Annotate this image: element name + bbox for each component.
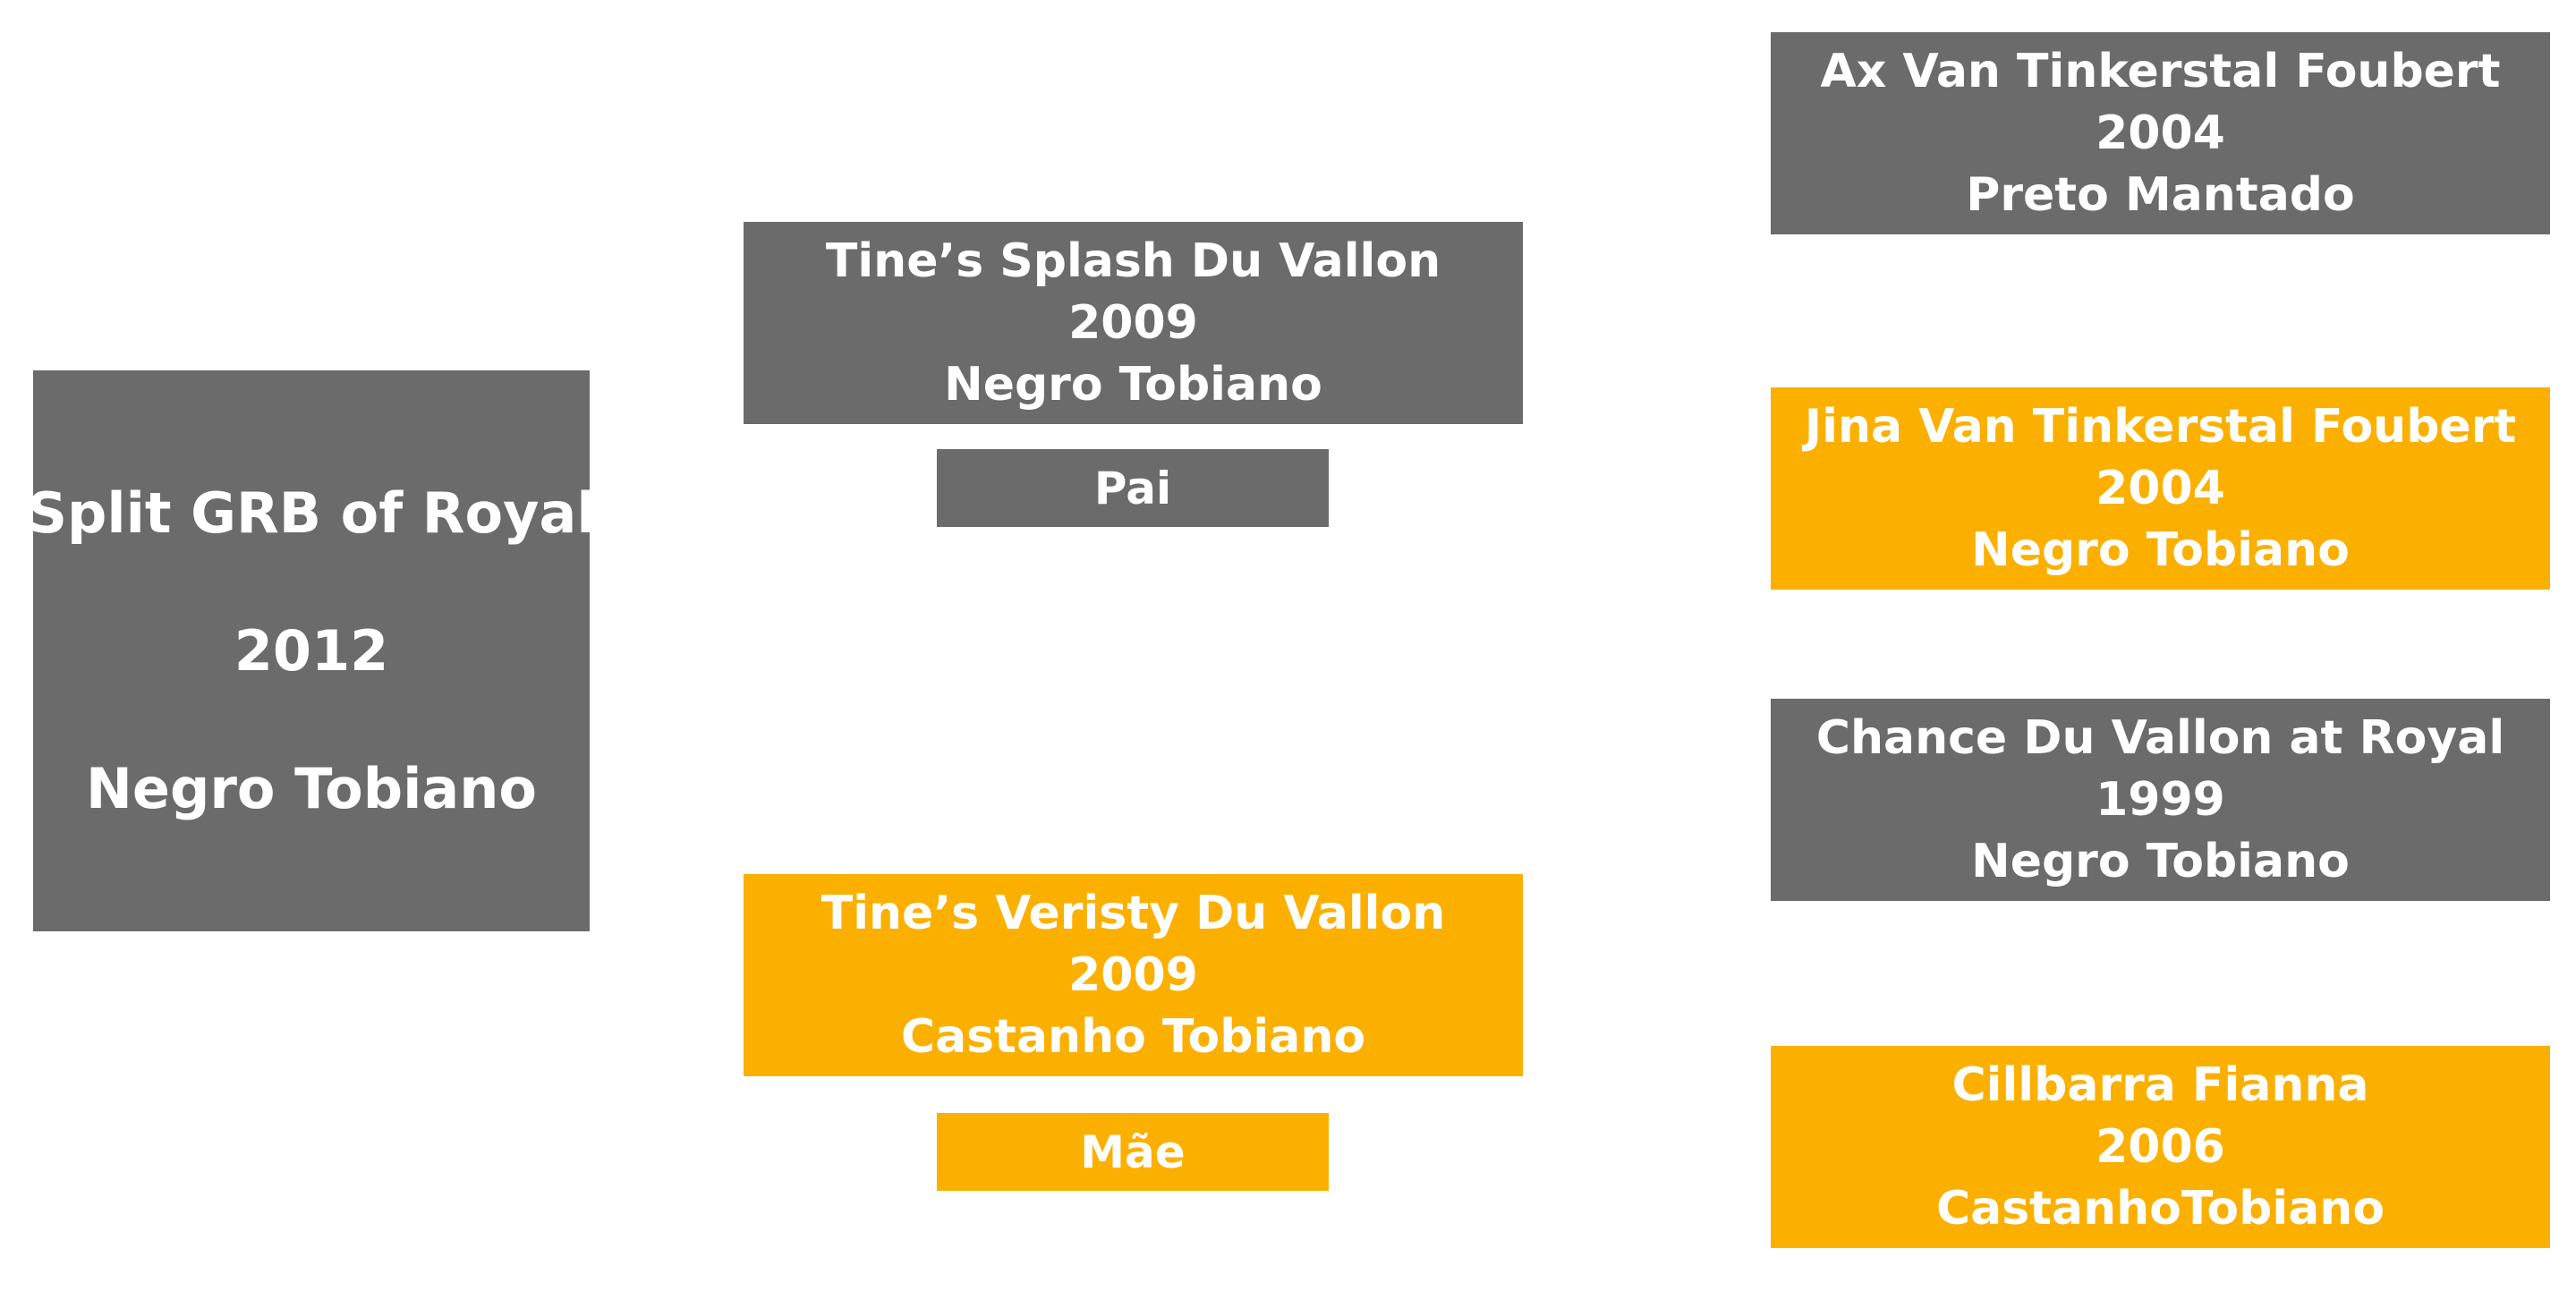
- paternal-grandsire-color: Preto Mantado: [1966, 167, 2355, 222]
- maternal-granddam-name: Cillbarra Fianna: [1951, 1057, 2369, 1112]
- sire-name: Tine’s Splash Du Vallon: [825, 234, 1441, 288]
- paternal-granddam-name: Jina Van Tinkerstal Foubert: [1804, 399, 2517, 454]
- maternal-granddam-year: 2006: [2096, 1119, 2225, 1174]
- maternal-grandsire-color: Negro Tobiano: [1971, 834, 2350, 888]
- subject-year: 2012: [234, 617, 389, 684]
- paternal-granddam-color: Negro Tobiano: [1971, 522, 2350, 577]
- paternal-granddam-card: Jina Van Tinkerstal Foubert 2004 Negro T…: [1771, 387, 2550, 590]
- sire-year: 2009: [1068, 295, 1198, 350]
- dam-role-label: Mãe: [937, 1113, 1329, 1191]
- maternal-granddam-card: Cillbarra Fianna 2006 CastanhoTobiano: [1771, 1046, 2550, 1248]
- maternal-grandsire-card: Chance Du Vallon at Royal 1999 Negro Tob…: [1771, 699, 2550, 901]
- maternal-granddam-color: CastanhoTobiano: [1935, 1181, 2385, 1236]
- sire-card: Tine’s Splash Du Vallon 2009 Negro Tobia…: [744, 222, 1523, 424]
- dam-color: Castanho Tobiano: [900, 1009, 1366, 1064]
- maternal-grandsire-year: 1999: [2096, 772, 2225, 827]
- sire-role-text: Pai: [1093, 462, 1172, 514]
- dam-name: Tine’s Veristy Du Vallon: [820, 886, 1446, 940]
- dam-card: Tine’s Veristy Du Vallon 2009 Castanho T…: [744, 874, 1523, 1076]
- maternal-grandsire-name: Chance Du Vallon at Royal: [1815, 710, 2505, 765]
- paternal-grandsire-year: 2004: [2096, 106, 2225, 160]
- paternal-granddam-year: 2004: [2096, 461, 2225, 515]
- sire-color: Negro Tobiano: [944, 357, 1322, 412]
- paternal-grandsire-name: Ax Van Tinkerstal Foubert: [1820, 44, 2501, 98]
- dam-year: 2009: [1068, 947, 1198, 1002]
- subject-name: Split GRB of Royal: [27, 480, 596, 546]
- dam-role-text: Mãe: [1080, 1125, 1186, 1178]
- paternal-grandsire-card: Ax Van Tinkerstal Foubert 2004 Preto Man…: [1771, 32, 2550, 234]
- subject-color: Negro Tobiano: [86, 755, 537, 821]
- sire-role-label: Pai: [937, 449, 1329, 527]
- subject-horse-card: Split GRB of Royal 2012 Negro Tobiano: [27, 370, 596, 931]
